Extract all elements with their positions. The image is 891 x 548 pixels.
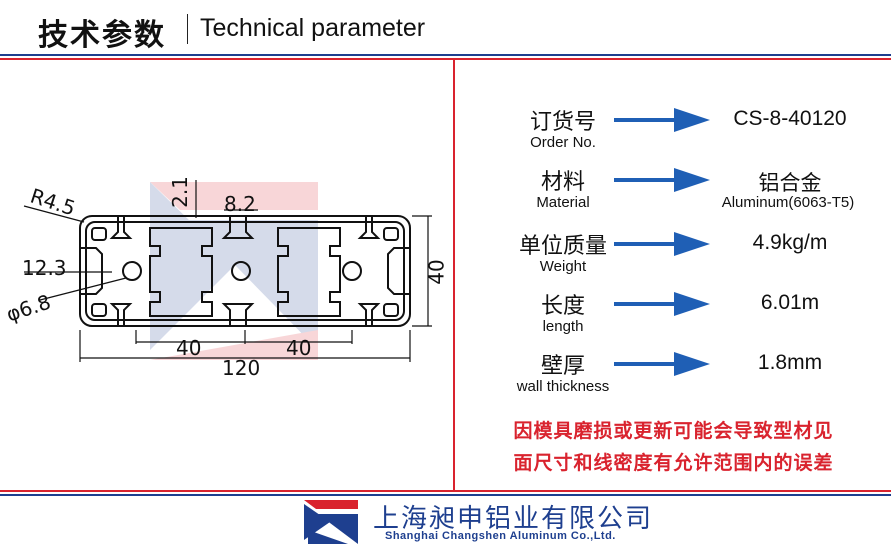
spec-row-wall-thickness: 壁厚 wall thickness 1.8mm: [456, 348, 891, 408]
spec-value-sub: Aluminum(6063-T5): [721, 194, 855, 211]
company-name-en: Shanghai Changshen Aluminum Co.,Ltd.: [385, 530, 616, 542]
arrow-right-icon: [614, 292, 710, 316]
dim-pitch-right: 40: [286, 336, 312, 360]
spec-label-cn: 长度: [540, 294, 585, 319]
title-english: Technical parameter: [200, 14, 426, 42]
header: 技术参数 Technical parameter: [0, 0, 891, 56]
watermark-logo: [150, 182, 318, 360]
spec-label-en: Order No.: [530, 134, 596, 151]
spec-table: 订货号 Order No. CS-8-40120 材料 Material 铝合金…: [456, 62, 891, 412]
spec-value: 6.01m: [760, 291, 820, 314]
spec-row-length: 长度 length 6.01m: [456, 288, 891, 348]
dimension-lines: [23, 180, 432, 362]
header-rule-red: [0, 58, 891, 60]
footer-rule-red: [0, 490, 891, 492]
dim-width: 120: [222, 356, 261, 380]
spec-label-cn: 订货号: [529, 110, 596, 135]
title-chinese: 技术参数: [38, 18, 166, 53]
spec-row-weight: 单位质量 Weight 4.9kg/m: [456, 228, 891, 288]
spec-label-en: Weight: [539, 258, 587, 275]
arrow-right-icon: [614, 168, 710, 192]
spec-value: 铝合金: [758, 172, 822, 195]
dim-height: 40: [424, 259, 449, 285]
spec-row-material: 材料 Material 铝合金 Aluminum(6063-T5): [456, 164, 891, 224]
spec-value: CS-8-40120: [733, 107, 847, 130]
company-logo-icon: [304, 500, 358, 544]
footer: 上海昶申铝业有限公司 Shanghai Changshen Aluminum C…: [0, 494, 891, 548]
profile-drawing: R4.5 2.1 8.2 12.3 φ6.8 40 40 40 120: [0, 60, 452, 492]
arrow-right-icon: [614, 232, 710, 256]
spec-value: 1.8mm: [757, 351, 823, 374]
arrow-right-icon: [614, 352, 710, 376]
vertical-divider: [453, 60, 455, 492]
spec-label-cn: 材料: [540, 170, 585, 195]
dim-slot-width: 8.2: [224, 192, 256, 216]
spec-label-en: Material: [536, 194, 590, 211]
spec-label-en: wall thickness: [516, 378, 610, 395]
dim-pitch-left: 40: [176, 336, 202, 360]
tolerance-notice: 因模具磨损或更新可能会导致型材见 面尺寸和线密度有允许范围内的误差: [456, 415, 891, 479]
dim-slot-depth: 2.1: [167, 176, 192, 208]
arrow-right-icon: [614, 108, 710, 132]
profile-cross-section: [23, 180, 432, 362]
header-rule-blue: [0, 54, 891, 56]
spec-label-cn: 壁厚: [540, 354, 585, 379]
dim-slot-offset: 12.3: [22, 256, 67, 280]
spec-label-cn: 单位质量: [518, 234, 607, 259]
spec-value: 4.9kg/m: [752, 231, 828, 254]
notice-line-2: 面尺寸和线密度有允许范围内的误差: [513, 452, 834, 474]
notice-line-1: 因模具磨损或更新可能会导致型材见: [513, 420, 834, 442]
spec-row-order-no: 订货号 Order No. CS-8-40120: [456, 104, 891, 164]
spec-label-en: length: [542, 318, 584, 335]
company-name-cn: 上海昶申铝业有限公司: [373, 504, 654, 534]
title-separator: [187, 14, 188, 44]
profile-outline: [79, 215, 411, 327]
footer-rule-blue: [0, 494, 891, 496]
